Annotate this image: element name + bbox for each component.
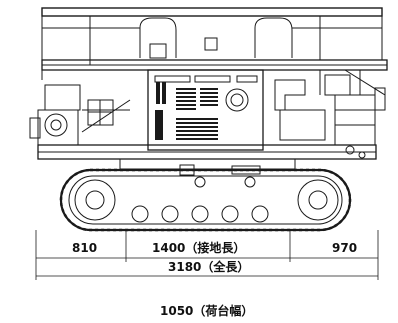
overall-length-dimension: 3180（全長） xyxy=(168,260,250,274)
cargo-bed xyxy=(41,37,388,71)
dimension-lines xyxy=(35,230,379,280)
engine-cover-panel xyxy=(147,69,264,151)
chassis-frame xyxy=(37,144,377,176)
crawler-track xyxy=(59,168,352,232)
front-overhang-dimension: 810 xyxy=(72,241,98,255)
roll-bar-frame xyxy=(41,7,383,80)
ground-contact-length-dimension: 1400（接地長） xyxy=(152,241,246,255)
front-drive-assembly xyxy=(29,84,131,146)
rear-overhang-dimension: 970 xyxy=(332,241,358,255)
bed-width-dimension: 1050（荷台幅） xyxy=(160,304,254,318)
operator-station xyxy=(274,69,386,159)
